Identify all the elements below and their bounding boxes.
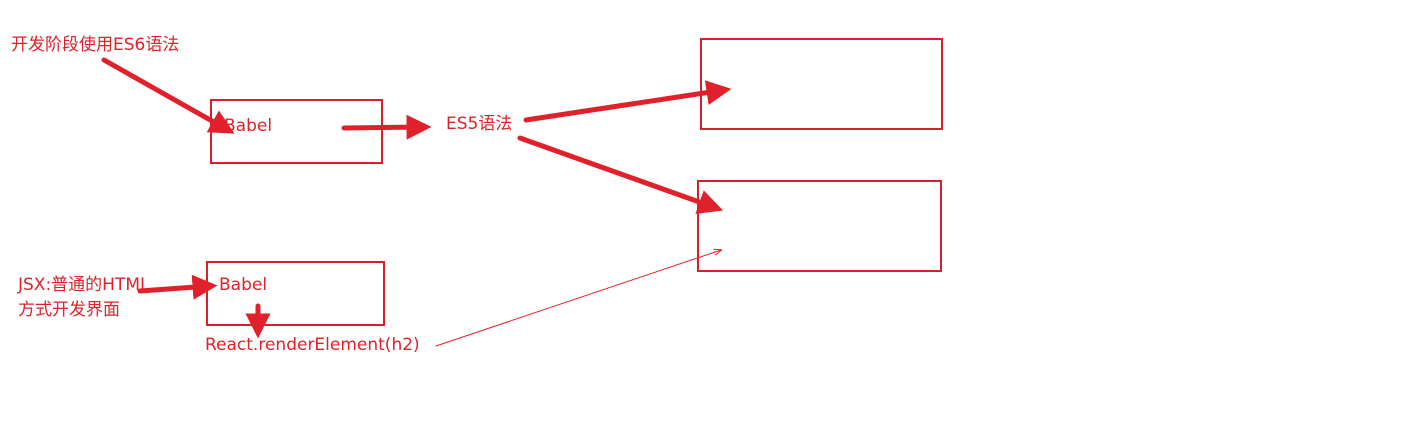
arrow-babel-to-es5 <box>341 114 432 140</box>
target-box-bottom <box>697 180 942 272</box>
babel-top-label: Babel <box>224 116 273 136</box>
arrow-react-to-box <box>435 250 721 347</box>
dev-es6-label: 开发阶段使用ES6语法 <box>11 35 180 55</box>
arrow-jsx-to-babel <box>137 274 218 300</box>
arrow-es5-to-box-top <box>523 80 732 123</box>
react-render-label: React.renderElement(h2) <box>205 335 420 355</box>
babel-bottom-label: Babel <box>219 275 268 295</box>
es5-label: ES5语法 <box>446 114 513 134</box>
jsx-label-line2: 方式开发界面 <box>18 300 120 320</box>
arrow-es5-to-box-bottom <box>517 135 724 214</box>
arrow-dev-to-babel <box>101 57 235 134</box>
target-box-top <box>700 38 943 130</box>
jsx-label-line1: JSX:普通的HTML <box>18 275 150 295</box>
